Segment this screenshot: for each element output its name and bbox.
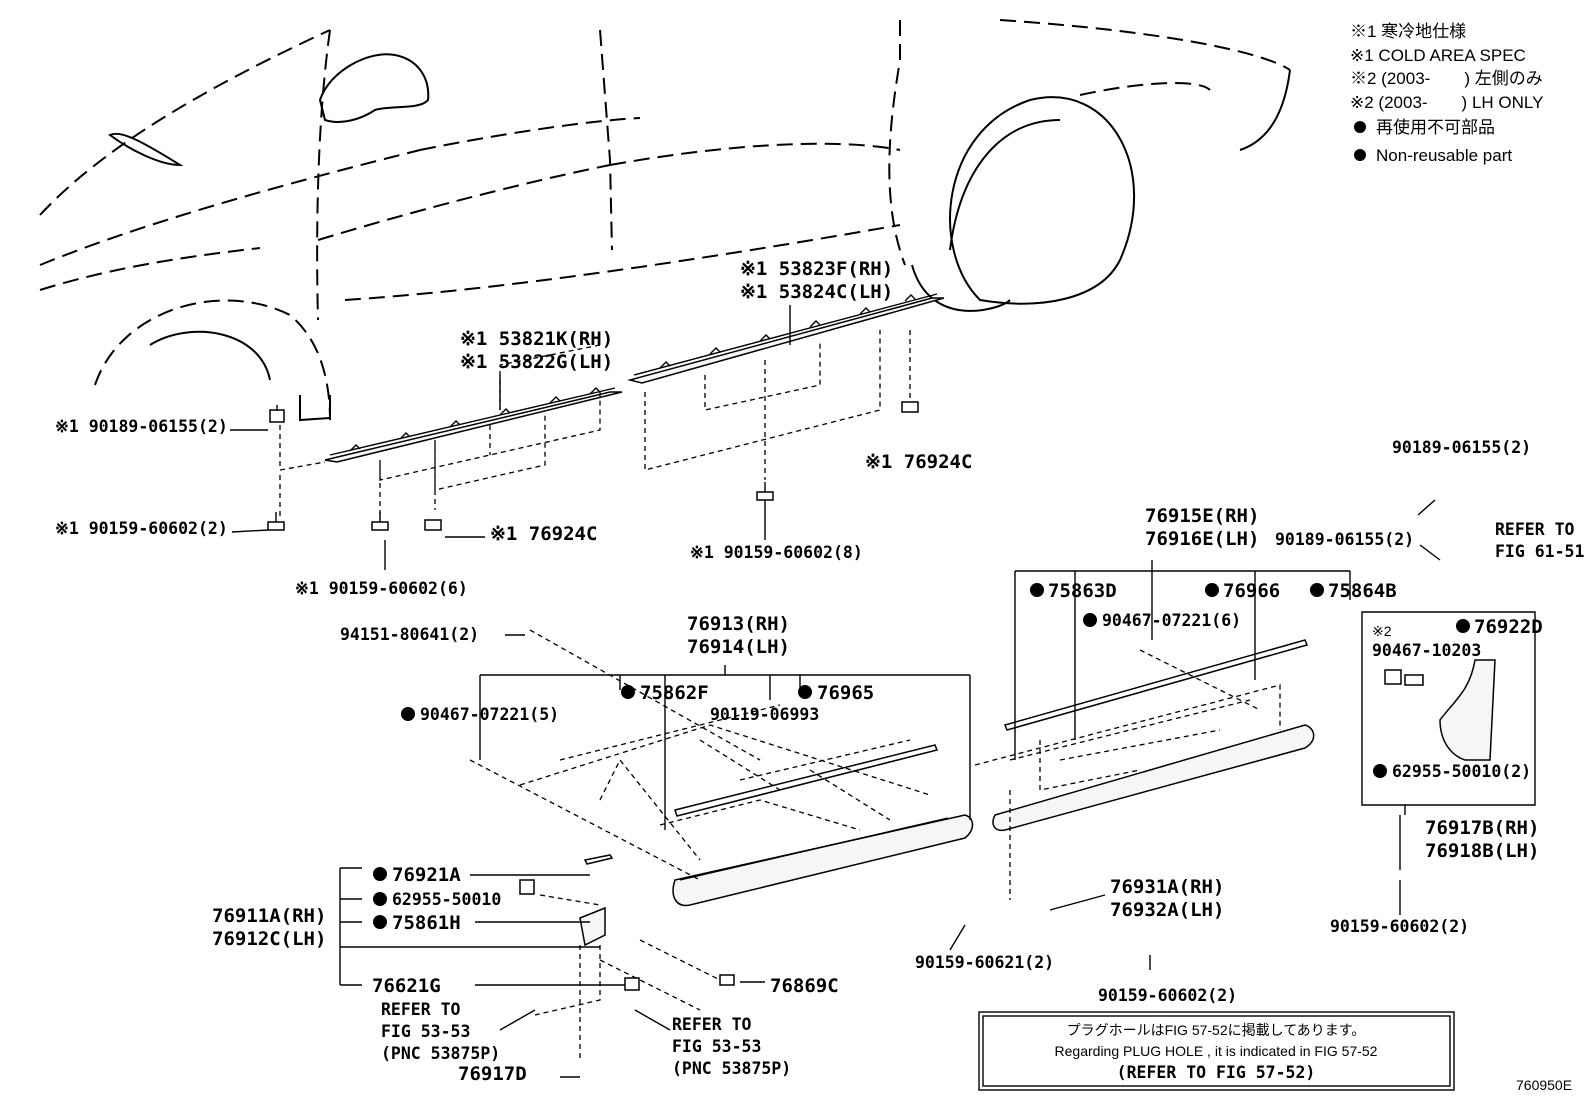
part-label-90467-10203: 90467-10203	[1372, 641, 1481, 660]
part-label-76621G: 76621G	[372, 975, 441, 997]
part-label-53824C: ※1 53824C(LH)	[740, 281, 893, 303]
part-label-62955-2: 62955-50010(2)	[1392, 762, 1531, 781]
non-reusable-dot-icon	[373, 892, 387, 906]
part-label-62955: 62955-50010	[392, 890, 501, 909]
non-reusable-dot-icon	[1456, 619, 1470, 633]
label-connectors	[230, 305, 1441, 1078]
part-label-76915E: 76915E(RH)	[1145, 505, 1259, 527]
part-label-76913: 76913(RH)	[687, 613, 790, 635]
front-guard	[519, 854, 735, 1060]
refer-53a-line-2: FIG 53-53	[381, 1022, 470, 1041]
non-reusable-dot-icon	[373, 915, 387, 929]
part-label-76931A: 76931A(RH)	[1110, 876, 1224, 898]
part-label-76921A: 76921A	[392, 864, 461, 886]
figure-number: 760950E	[1516, 1077, 1572, 1093]
vehicle-outline	[39, 19, 1291, 422]
refer-53a-line-1: REFER TO	[381, 1000, 461, 1019]
part-label-90159-left: ※1 90159-60602(2)	[55, 519, 228, 538]
part-label-76932A: 76932A(LH)	[1110, 899, 1224, 921]
part-label-90189-top-right: 90189-06155(2)	[1392, 438, 1531, 457]
part-label-76869C: 76869C	[770, 975, 839, 997]
part-label-75862F: 75862F	[640, 682, 709, 704]
non-reusable-dot-icon	[1354, 121, 1366, 133]
part-label-53822G: ※1 53822G(LH)	[460, 351, 613, 373]
part-label-90159-8: ※1 90159-60602(8)	[690, 543, 863, 562]
plug-hole-refer: (REFER TO FIG 57-52)	[1117, 1063, 1316, 1082]
note-2-marker: ※2	[1372, 623, 1392, 639]
refer-53b-line-2: FIG 53-53	[672, 1037, 761, 1056]
upper-leaders	[279, 330, 911, 520]
legend-line-3: ※2 (2003- ) 左側のみ	[1350, 69, 1543, 88]
part-label-76914: 76914(LH)	[687, 636, 790, 658]
part-label-90159-6: ※1 90159-60602(6)	[295, 579, 468, 598]
clips-upper	[267, 401, 919, 531]
part-label-90467-6: 90467-07221(6)	[1102, 611, 1241, 630]
rocker-molding-rear	[627, 293, 945, 384]
non-reusable-dot-icon	[1205, 583, 1219, 597]
plug-hole-note-box	[978, 1011, 1455, 1091]
part-label-76924C-mid: ※1 76924C	[490, 523, 597, 545]
part-label-75863D: 75863D	[1048, 580, 1117, 602]
legend-line-5: 再使用不可部品	[1376, 117, 1495, 137]
part-label-90159-602b: 90159-60602(2)	[1098, 986, 1237, 1005]
legend-line-1: ※1 寒冷地仕様	[1350, 22, 1466, 41]
refer-53a-line-3: (PNC 53875P)	[381, 1044, 500, 1063]
refer-61-line-1: REFER TO	[1495, 520, 1575, 539]
part-label-94151: 94151-80641(2)	[340, 625, 479, 644]
part-label-76917D: 76917D	[458, 1063, 527, 1085]
part-label-53823F: ※1 53823F(RH)	[740, 258, 893, 280]
refer-53b-line-3: (PNC 53875P)	[672, 1059, 791, 1078]
part-label-75864B: 75864B	[1328, 580, 1397, 602]
non-reusable-dot-icon	[1310, 583, 1324, 597]
non-reusable-dot-icon	[798, 685, 812, 699]
side-sill-main	[469, 629, 974, 907]
non-reusable-dot-icon	[1373, 764, 1387, 778]
mud-flap	[1384, 659, 1496, 761]
part-label-90189-mid: 90189-06155(2)	[1275, 530, 1414, 549]
legend-line-4: ※2 (2003- ) LH ONLY	[1350, 93, 1543, 112]
part-label-76911A: 76911A(RH)	[212, 905, 326, 927]
refer-61-line-2: FIG 61-51	[1495, 542, 1584, 561]
part-label-76922D: 76922D	[1474, 616, 1543, 638]
part-label-76965: 76965	[817, 682, 874, 704]
non-reusable-dot-icon	[1354, 149, 1366, 161]
part-label-75861H: 75861H	[392, 912, 461, 934]
part-label-90159-621: 90159-60621(2)	[915, 953, 1054, 972]
non-reusable-dot-icon	[1030, 583, 1044, 597]
part-label-76916E: 76916E(LH)	[1145, 528, 1259, 550]
plug-hole-note-jp: プラグホールはFIG 57-52に掲載してあります。	[1067, 1022, 1366, 1038]
non-reusable-dot-icon	[373, 867, 387, 881]
plug-hole-note-en: Regarding PLUG HOLE , it is indicated in…	[1055, 1043, 1378, 1059]
part-label-53821K: ※1 53821K(RH)	[460, 328, 613, 350]
part-label-76924C-right: ※1 76924C	[865, 451, 972, 473]
part-label-90159-right: 90159-60602(2)	[1330, 917, 1469, 936]
part-label-90467-5: 90467-07221(5)	[420, 705, 559, 724]
bracket-lines	[339, 560, 1536, 986]
legend-line-6: Non-reusable part	[1376, 146, 1512, 165]
side-panel-right	[974, 639, 1315, 900]
part-label-90119: 90119-06993	[710, 705, 819, 724]
part-label-76917B: 76917B(RH)	[1425, 817, 1539, 839]
non-reusable-dot-icon	[621, 685, 635, 699]
rocker-molding-front	[324, 387, 623, 463]
part-label-76966: 76966	[1223, 580, 1280, 602]
non-reusable-dot-icon	[401, 707, 415, 721]
non-reusable-dot-icon	[1083, 613, 1097, 627]
part-label-90189-left: ※1 90189-06155(2)	[55, 417, 228, 436]
refer-53b-line-1: REFER TO	[672, 1015, 752, 1034]
part-label-76918B: 76918B(LH)	[1425, 840, 1539, 862]
part-label-76912C: 76912C(LH)	[212, 928, 326, 950]
legend-line-2: ※1 COLD AREA SPEC	[1350, 46, 1526, 65]
